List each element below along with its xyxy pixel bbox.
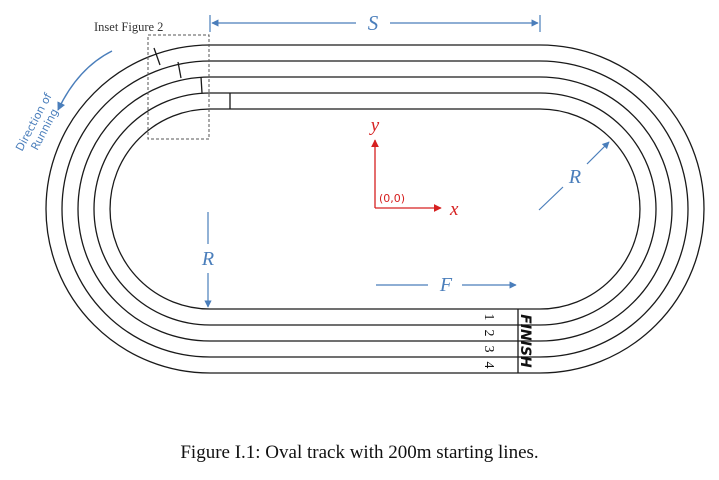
figure-caption: Figure I.1: Oval track with 200m startin… xyxy=(180,442,539,463)
track-lane-line-2 xyxy=(77,76,673,342)
lane-number-3: 3 xyxy=(481,346,496,353)
track-lane-line-3 xyxy=(61,60,689,358)
track-lane-line-1 xyxy=(93,92,657,326)
track-lanes xyxy=(45,44,705,374)
start-line-lane-2 xyxy=(200,76,203,94)
direction-arrow xyxy=(57,50,113,111)
inset-box xyxy=(147,34,210,140)
track-lane-line-0 xyxy=(109,108,641,310)
lane-numbers: 1 2 3 4 xyxy=(481,314,496,369)
r-dimension-right-arrow xyxy=(586,141,610,165)
f-dimension-label: F xyxy=(439,274,453,296)
finish-label: FINISH xyxy=(517,314,533,368)
start-line-lane-4 xyxy=(153,47,161,66)
y-axis-label: y xyxy=(369,115,380,136)
s-dimension-label: S xyxy=(368,11,379,35)
r-dimension-left-label: R xyxy=(201,248,214,270)
lane-number-4: 4 xyxy=(481,362,496,369)
x-axis-label: x xyxy=(449,199,459,220)
start-line-lane-3 xyxy=(177,61,182,79)
origin-label: (0,0) xyxy=(379,192,405,205)
track-lane-line-4 xyxy=(45,44,705,374)
inset-label: Inset Figure 2 xyxy=(94,20,163,34)
r-dimension-right-label: R xyxy=(568,166,581,188)
r-dimension-right-line xyxy=(538,186,564,211)
starting-lines xyxy=(153,47,231,109)
lane-number-1: 1 xyxy=(481,314,496,321)
lane-number-2: 2 xyxy=(481,330,496,337)
